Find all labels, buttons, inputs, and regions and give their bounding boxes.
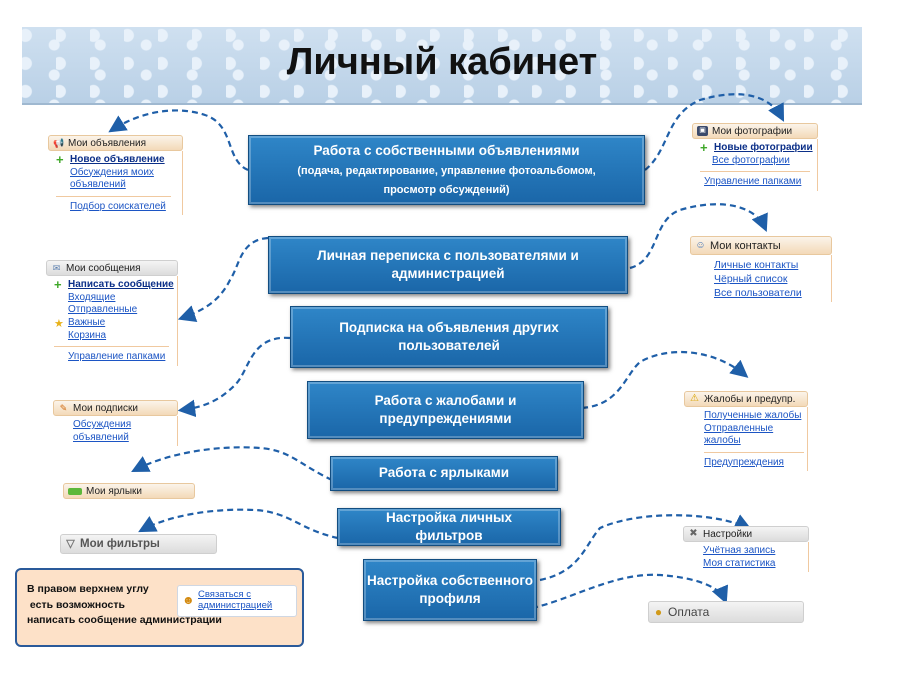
contact-label-line2: администрацией [198,600,273,611]
box-complaints: Работа с жалобами и предупреждениями [307,381,584,439]
panel-my-labels: Мои ярлыки [63,483,195,499]
panel-payment: ● Оплата [648,601,804,623]
trash-link[interactable]: Корзина [68,329,107,341]
arrow-filters [138,508,339,540]
personal-contacts-link[interactable]: Личные контакты [714,259,799,271]
arrow-subs [177,336,291,418]
panel-my-contacts: ☺ Мои контакты Личные контакты Чёрный сп… [690,236,832,302]
panel-header[interactable]: ✎ Мои подписки [53,400,178,416]
blacklist-link[interactable]: Чёрный список [714,273,788,285]
plus-icon: + [700,140,708,156]
plus-icon: + [56,152,64,168]
panel-complaints: ⚠ Жалобы и предупр. Полученные жалобы От… [684,391,808,471]
panel-header[interactable]: ▽ Мои фильтры [60,534,217,554]
tools-icon: ✖ [689,528,698,539]
write-message-link[interactable]: Написать сообщение [68,279,174,290]
box-subscriptions: Подписка на объявления других пользовате… [290,306,608,368]
note-text: В правом верхнем углу есть возможность н… [27,583,222,626]
panel-header[interactable]: Мои ярлыки [63,483,195,499]
panel-my-messages: ✉ Мои сообщения + Написать сообщение Вхо… [46,260,178,366]
arrow-labels [131,446,333,481]
coins-icon: ● [654,605,663,619]
arrow-messages [177,236,269,322]
users-icon: ☺ [695,239,706,251]
manage-folders-link[interactable]: Управление папками [68,351,166,362]
box-profile-settings: Настройка собственного профиля [363,559,537,621]
contact-admin-button[interactable]: ☻ Связаться с администрацией [177,585,297,617]
divider [56,195,171,197]
panel-header[interactable]: ☺ Мои контакты [690,236,832,255]
panel-header[interactable]: ⚠ Жалобы и предупр. [684,391,808,407]
photo-icon: ▣ [697,126,708,136]
star-icon: ★ [54,317,64,330]
note-callout: В правом верхнем углу есть возможность н… [15,568,304,647]
sub-discussions-link-line2[interactable]: объявлений [73,431,129,443]
ad-discussions-link-line2[interactable]: объявлений [70,179,126,190]
arrow-complaints [581,350,749,410]
panel-header[interactable]: ✖ Настройки [683,526,809,542]
plus-icon: + [54,277,62,293]
inbox-link[interactable]: Входящие [68,291,116,303]
box-filters: Настройка личных фильтров [337,508,561,546]
sent-complaints-link[interactable]: Отправленные жалобы [704,422,774,447]
contact-label-line1: Связаться с [198,589,251,600]
arrow-contacts [629,203,768,270]
divider [700,171,810,172]
new-photos-link[interactable]: Новые фотографии [714,142,813,153]
all-photos-link[interactable]: Все фотографии [712,154,790,166]
box-private-messages: Личная переписка с пользователями и адми… [268,236,628,294]
important-link[interactable]: Важные [68,316,106,328]
arrow-payment [531,573,729,610]
tag-icon [68,487,82,495]
candidate-search-link[interactable]: Подбор соискателей [70,200,166,212]
sub-discussions-link[interactable]: Обсуждения [73,419,132,430]
user-icon: ☻ [182,593,195,607]
account-link[interactable]: Учётная запись [703,545,776,556]
pencil-icon: ✎ [59,403,68,413]
panel-my-ads: 📢 Мои объявления + Новое объявление Обсу… [48,135,183,215]
received-complaints-link[interactable]: Полученные жалобы [704,410,802,421]
panel-my-filters: ▽ Мои фильтры [60,534,217,554]
panel-header[interactable]: ✉ Мои сообщения [46,260,178,276]
divider [704,451,804,453]
panel-settings: ✖ Настройки Учётная запись Моя статистик… [683,526,809,572]
panel-my-photos: ▣ Мои фотографии + Новые фотографии Все … [692,123,818,191]
warnings-link[interactable]: Предупреждения [704,456,784,468]
box-own-ads: Работа с собственными объявлениями (пода… [248,135,645,205]
all-users-link[interactable]: Все пользователи [714,287,802,299]
ad-discussions-link[interactable]: Обсуждения моих [70,166,154,178]
panel-my-subscriptions: ✎ Мои подписки Обсуждения объявлений [53,400,178,446]
box-labels: Работа с ярлыками [330,456,558,491]
new-ad-link[interactable]: Новое объявление [70,154,165,165]
megaphone-icon: 📢 [53,138,65,148]
arrow-ads [108,109,249,172]
warning-icon: ⚠ [690,393,699,404]
arrow-settings [539,514,752,582]
arrow-photos [644,93,785,171]
title-banner: Личный кабинет [22,27,862,105]
photo-folders-link[interactable]: Управление папками [704,176,802,187]
panel-header[interactable]: ● Оплата [648,601,804,623]
my-stats-link[interactable]: Моя статистика [703,557,776,569]
divider [54,346,169,347]
filter-icon: ▽ [66,538,75,550]
panel-header[interactable]: 📢 Мои объявления [48,135,183,151]
page-title: Личный кабинет [286,41,598,83]
panel-header[interactable]: ▣ Мои фотографии [692,123,818,139]
envelope-icon: ✉ [52,263,61,273]
sent-link[interactable]: Отправленные [68,304,138,315]
